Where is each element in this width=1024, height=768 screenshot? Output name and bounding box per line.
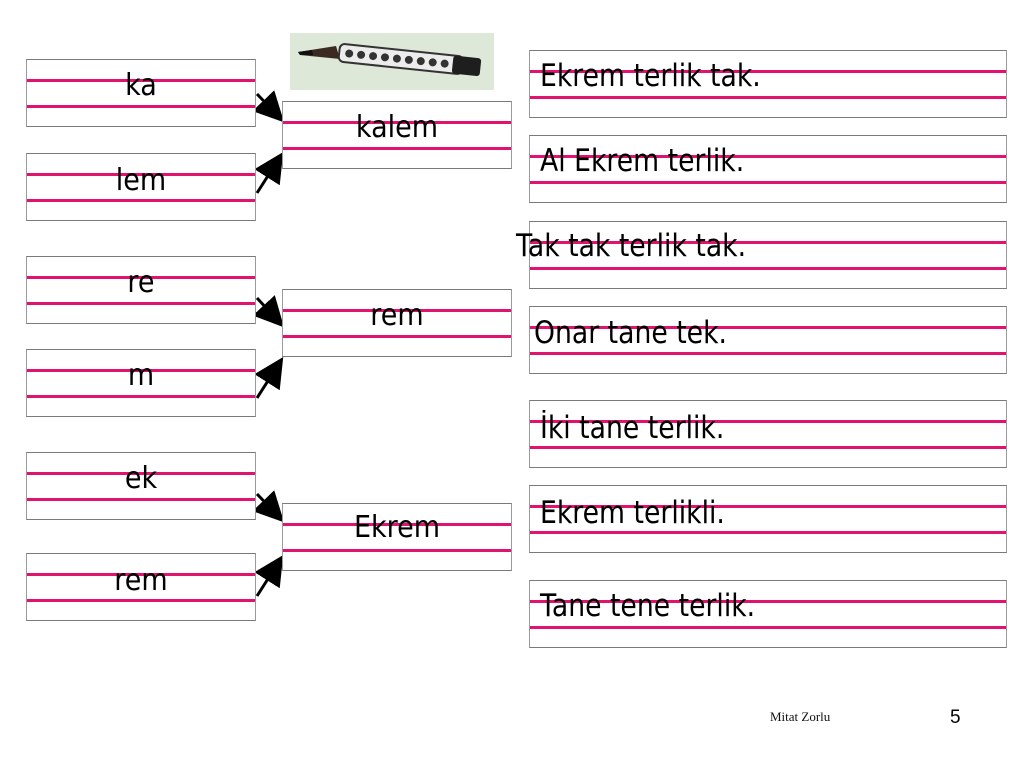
syllable-box: ek [26, 452, 256, 520]
syllable-box: re [26, 256, 256, 324]
pencil-icon [290, 33, 494, 90]
sentence-text: Tak tak terlik tak. [516, 228, 747, 264]
syllable-text: ek [124, 461, 158, 496]
sentence-text: Ekrem terlikli. [540, 495, 725, 531]
sentence-box: Tak tak terlik tak. [516, 221, 1007, 289]
sentence-text: Al Ekrem terlik. [540, 143, 745, 179]
sentence-box: Al Ekrem terlik. [529, 135, 1007, 203]
sentence-box: İki tane terlik. [529, 400, 1007, 468]
arrow-m-to-rem [254, 356, 284, 399]
sentence-box: Ekrem terlikli. [529, 485, 1007, 553]
sentence-text: İki tane terlik. [540, 410, 725, 446]
arrow-re-to-rem [252, 295, 285, 328]
author-name: Mitat Zorlu [770, 709, 831, 724]
sentence-box: Tane tene terlik. [529, 580, 1007, 648]
arrow-rem-to-ekrem [254, 554, 284, 597]
syllable-text: rem [114, 563, 168, 598]
word-text: kalem [355, 110, 439, 145]
syllable-box: m [26, 349, 256, 417]
sentence-text: Tane tene terlik. [540, 588, 756, 624]
syllable-text: m [127, 358, 155, 393]
page-number: 5 [950, 707, 961, 728]
syllable-box: rem [26, 553, 256, 621]
sentence-box: Ekrem terlik tak. [529, 50, 1007, 118]
syllable-text: ka [125, 68, 157, 103]
word-box: kalem [282, 101, 512, 169]
sentence-box: Onar tane tek. [529, 306, 1007, 374]
word-box: Ekrem [282, 503, 512, 571]
word-box: rem [282, 289, 512, 357]
syllable-box: lem [26, 153, 256, 221]
word-text: Ekrem [353, 510, 441, 545]
arrow-lem-to-kalem [254, 151, 284, 194]
word-text: rem [370, 298, 424, 333]
arrow-ka-to-kalem [252, 90, 285, 123]
sentence-text: Ekrem terlik tak. [540, 58, 761, 94]
syllable-text: re [127, 265, 155, 300]
syllable-text: lem [115, 163, 167, 198]
arrow-ek-to-ekrem [252, 490, 285, 523]
syllable-box: ka [26, 59, 256, 127]
sentence-text: Onar tane tek. [534, 315, 727, 351]
